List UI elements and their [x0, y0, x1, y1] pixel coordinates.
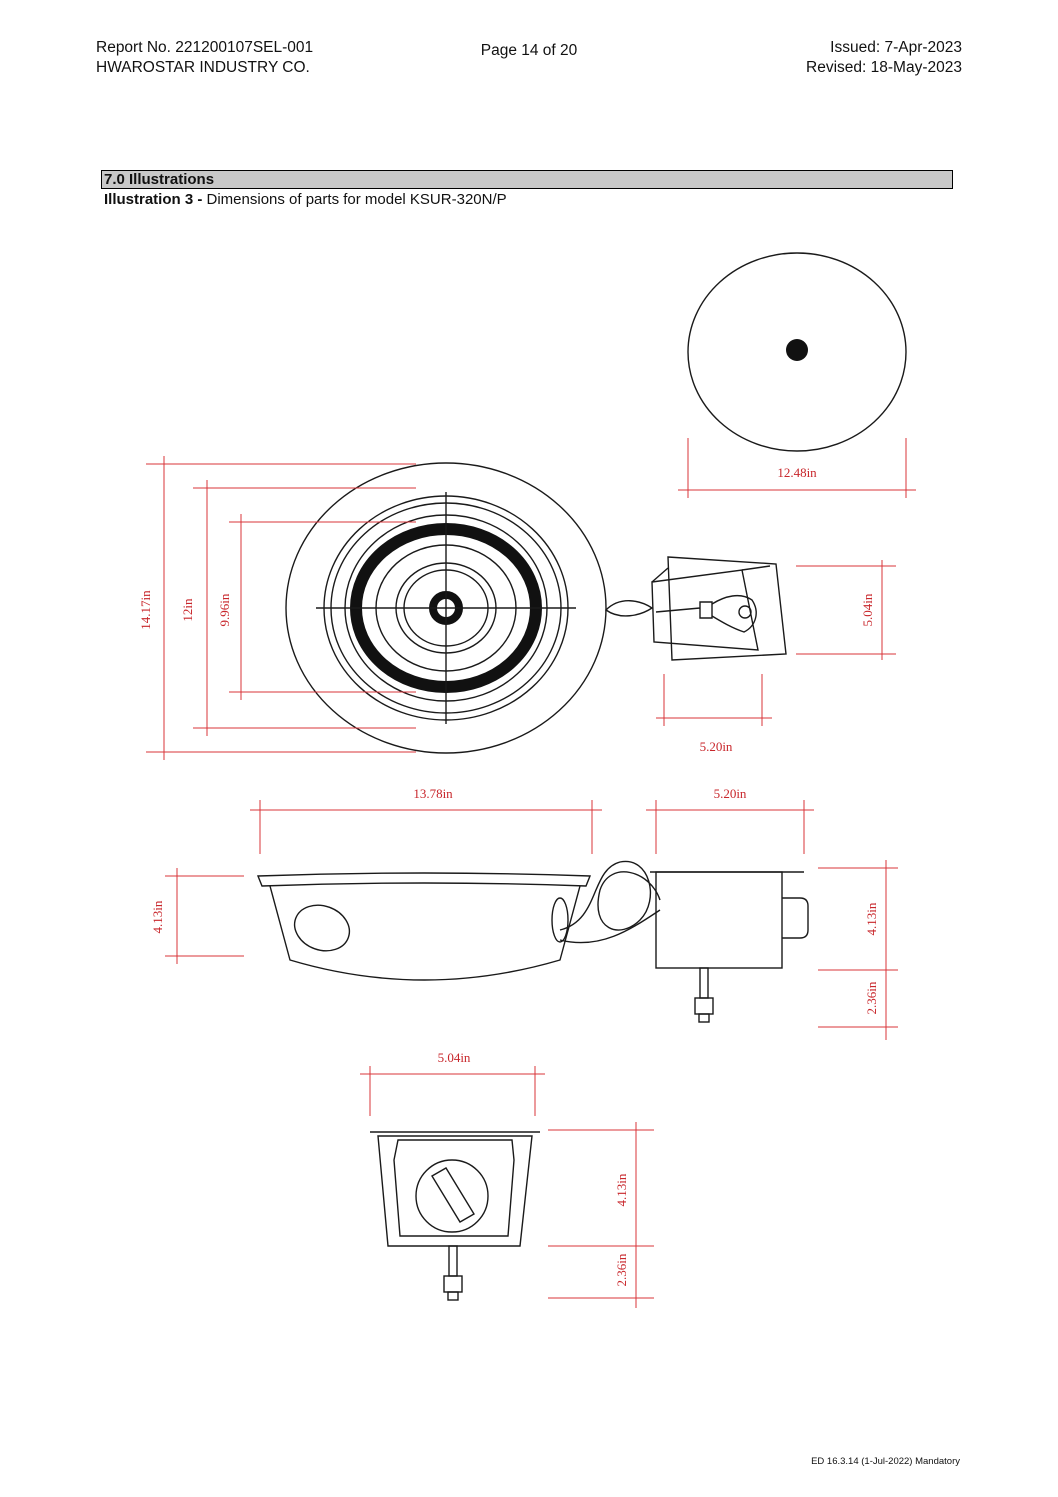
header-left: Report No. 221200107SEL-001 HWAROSTAR IN… [96, 38, 313, 78]
inner-diameter-label: 9.96in [217, 593, 232, 626]
box-height-top-label: 5.04in [860, 593, 875, 626]
side-height-label: 4.13in [150, 900, 165, 933]
side-view-dimensions: 13.78in 5.20in 4.13in 4.13in 2.36in [150, 786, 898, 1040]
side-pipe-label: 2.36in [864, 981, 879, 1014]
illustration-caption: Illustration 3 - Dimensions of parts for… [104, 191, 507, 209]
front-pipe-label: 2.36in [614, 1253, 629, 1286]
side-width-label: 13.78in [413, 786, 453, 801]
cover-plate [687, 252, 907, 452]
caption-label: Illustration 3 - [104, 191, 203, 208]
front-width-label: 5.04in [438, 1050, 471, 1065]
company-name: HWAROSTAR INDUSTRY CO. [96, 59, 310, 76]
valve-box-front-view [370, 1131, 540, 1301]
valve-box-top-view [604, 556, 787, 661]
cover-width-label: 12.48in [777, 465, 817, 480]
footer-note: ED 16.3.14 (1-Jul-2022) Mandatory [811, 1456, 960, 1467]
gas-hose [559, 860, 661, 944]
burner-side-view [256, 872, 592, 981]
issued-date: Issued: 7-Apr-2023 [830, 39, 962, 56]
box-width-top-label: 5.20in [700, 739, 733, 754]
valve-box-side-view [650, 871, 809, 1023]
header-right: Issued: 7-Apr-2023 Revised: 18-May-2023 [806, 38, 962, 78]
burner-top-view [285, 462, 607, 754]
section-title: 7.0 Illustrations [101, 170, 953, 189]
side-box-width-label: 5.20in [714, 786, 747, 801]
front-height-label: 4.13in [614, 1173, 629, 1206]
valve-box-top-dimensions: 5.04in 5.20in [656, 560, 896, 754]
page-number: Page 14 of 20 [480, 42, 578, 59]
mid-diameter-label: 12in [180, 598, 195, 622]
cover-width-dimension: 12.48in [678, 438, 916, 498]
report-number: Report No. 221200107SEL-001 [96, 39, 314, 56]
caption-text: Dimensions of parts for model KSUR-320N/… [202, 191, 507, 208]
revised-date: Revised: 18-May-2023 [806, 59, 962, 76]
outer-diameter-label: 14.17in [138, 590, 153, 630]
front-view-dimensions: 5.04in 4.13in 2.36in [360, 1050, 654, 1308]
side-box-height-label: 4.13in [864, 902, 879, 935]
burner-diameter-dimensions: 14.17in 12in 9.96in [138, 456, 416, 760]
